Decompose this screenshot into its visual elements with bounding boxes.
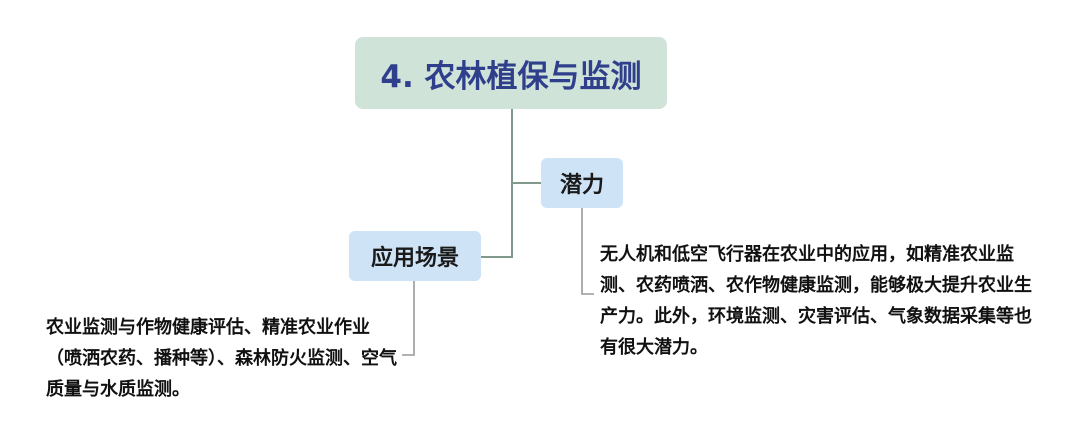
detail-text-application-scenes: 农业监测与作物健康评估、精准农业作业（喷洒农药、播种等）、森林防火监测、空气质量… [46, 317, 397, 400]
connector-potential-detail [581, 208, 594, 295]
root-node-title: 4. 农林植保与监测 [355, 37, 667, 109]
branch-node-application-scenes: 应用场景 [349, 231, 481, 281]
detail-text-potential: 无人机和低空飞行器在农业中的应用，如精准农业监测、农药喷洒、农作物健康监测，能够… [600, 244, 1032, 358]
branch-node-potential: 潜力 [541, 158, 623, 208]
connector-root-trunk [481, 109, 513, 258]
connector-scenes-detail [402, 281, 415, 356]
